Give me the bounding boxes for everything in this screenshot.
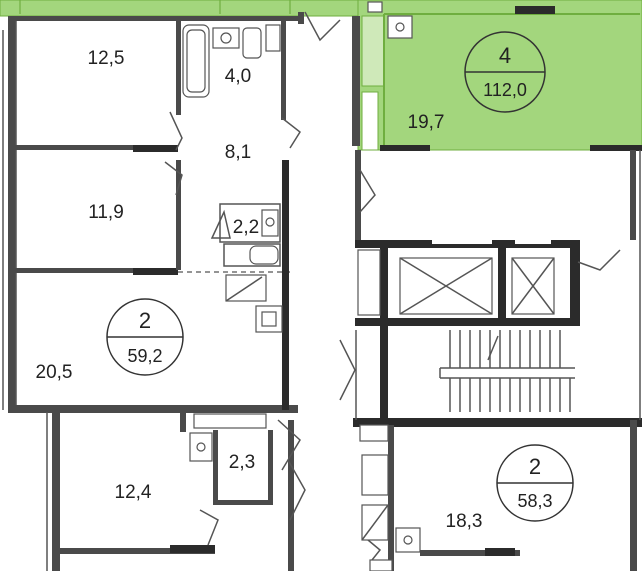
room-area-2-2: 2,2 [233,217,259,238]
apartment-4-internal-lines [19,0,642,151]
apartment-area-4: 112,0 [483,80,527,100]
bottom-right-walls [359,424,520,571]
bottom-left-walls [46,412,306,571]
left-block-walls [8,16,298,413]
room-area-19-7: 19,7 [408,112,445,133]
room-area-12-5: 12,5 [88,48,125,69]
room-area-4-0: 4,0 [225,66,251,87]
room-area-20-5: 20,5 [36,362,73,383]
room-area-18-3: 18,3 [446,511,483,532]
right-facade [630,150,641,571]
apartment-badge-4[interactable]: 4 112,0 [464,31,546,113]
apartment-4-highlight[interactable] [0,0,642,151]
apartment-area-2-left: 59,2 [127,346,162,366]
apartment-badge-2-right[interactable]: 2 58,3 [496,444,574,522]
apartment-badge-2-left[interactable]: 2 59,2 [106,298,184,376]
room-area-8-1: 8,1 [225,142,251,163]
room-area-11-9: 11,9 [88,202,124,223]
apartment-number-2-right: 2 [529,454,541,479]
apartment-number-2-left: 2 [139,308,151,333]
room-area-12-4: 12,4 [115,482,152,503]
apartment-area-2-right: 58,3 [517,491,552,511]
apartment-number-4: 4 [499,43,511,68]
corridor [288,11,376,571]
left-block-doors [164,111,301,333]
bathroom-fixtures [182,24,281,98]
room-area-2-3: 2,3 [229,452,255,473]
left-facade [2,16,17,411]
stair-core [339,240,642,427]
